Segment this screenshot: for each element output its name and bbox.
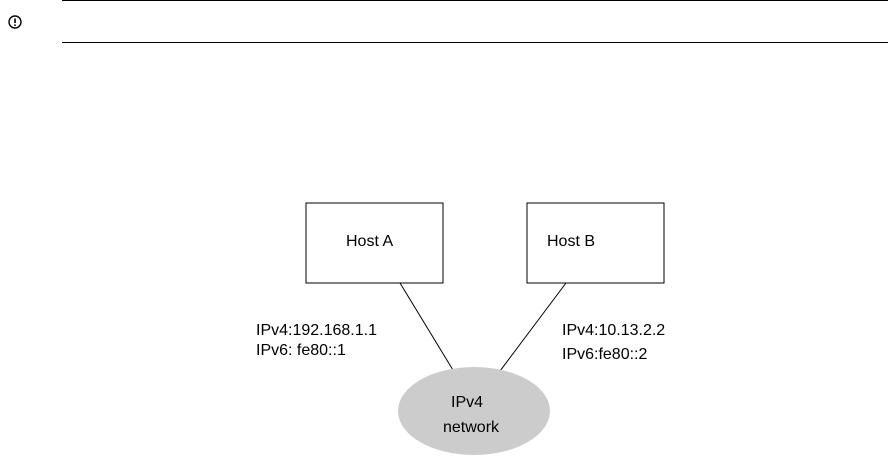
host-b-ipv6-label: IPv6:fe80::2: [562, 346, 647, 363]
host-a-link: [399, 282, 457, 376]
host-b-box: [526, 202, 665, 284]
network-label-line2: network: [443, 419, 500, 436]
host-a-ipv4-label: IPv4:192.168.1.1: [256, 322, 377, 339]
host-b-label: Host B: [547, 233, 595, 250]
host-a-ipv6-label: IPv6: fe80::1: [256, 342, 346, 359]
note-top-rule: [62, 0, 888, 1]
network-label-line1: IPv4: [451, 394, 483, 411]
note-bar: [0, 0, 888, 44]
host-a-box: [305, 202, 444, 284]
host-b-link: [496, 282, 567, 376]
note-bottom-rule: [62, 42, 888, 43]
exclamation-circle-icon: [8, 15, 22, 29]
host-b-ipv4-label: IPv4:10.13.2.2: [562, 322, 665, 339]
ipv4-network-ellipse: [398, 367, 550, 455]
host-a-label: Host A: [346, 233, 393, 250]
